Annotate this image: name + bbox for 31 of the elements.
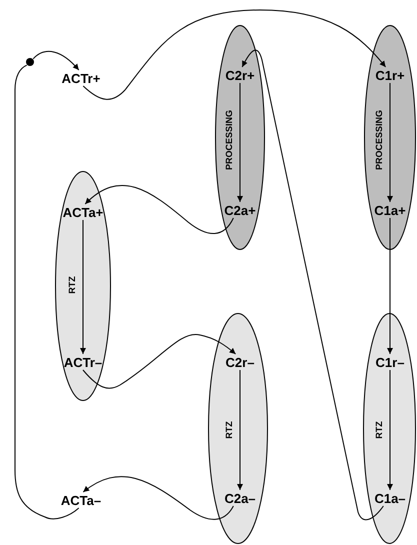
edge-label: RTZ: [67, 276, 77, 294]
state-label: C2a–: [218, 490, 262, 506]
start-dot: [26, 58, 34, 66]
arrow: [82, 10, 386, 100]
edge-label: PROCESSING: [374, 110, 384, 170]
arrow: [84, 185, 234, 234]
state-label: C1a–: [368, 490, 412, 506]
arrow: [82, 476, 234, 520]
state-label: ACTr+: [59, 70, 103, 86]
state-label: C2r+: [218, 67, 262, 83]
state-label: C2r–: [218, 354, 262, 370]
state-label: C1a+: [368, 202, 412, 218]
arrow: [82, 334, 236, 389]
arrow: [80, 220, 86, 354]
state-label: ACTr–: [61, 354, 105, 370]
arrow: [237, 82, 243, 202]
edge-label: PROCESSING: [224, 110, 234, 170]
arrow: [387, 370, 393, 490]
connector-line: [14, 64, 80, 520]
state-label: C1r+: [368, 67, 412, 83]
edge-label: RTZ: [224, 421, 234, 439]
arrow: [387, 218, 393, 354]
state-label: ACTa+: [61, 204, 105, 220]
arrow: [32, 51, 80, 70]
state-label: ACTa–: [59, 492, 103, 508]
edge-label: RTZ: [374, 421, 384, 439]
state-label: C2a+: [218, 202, 262, 218]
arrow: [387, 82, 393, 202]
arrow: [237, 370, 243, 490]
arrow: [242, 50, 384, 520]
state-label: C1r–: [368, 354, 412, 370]
